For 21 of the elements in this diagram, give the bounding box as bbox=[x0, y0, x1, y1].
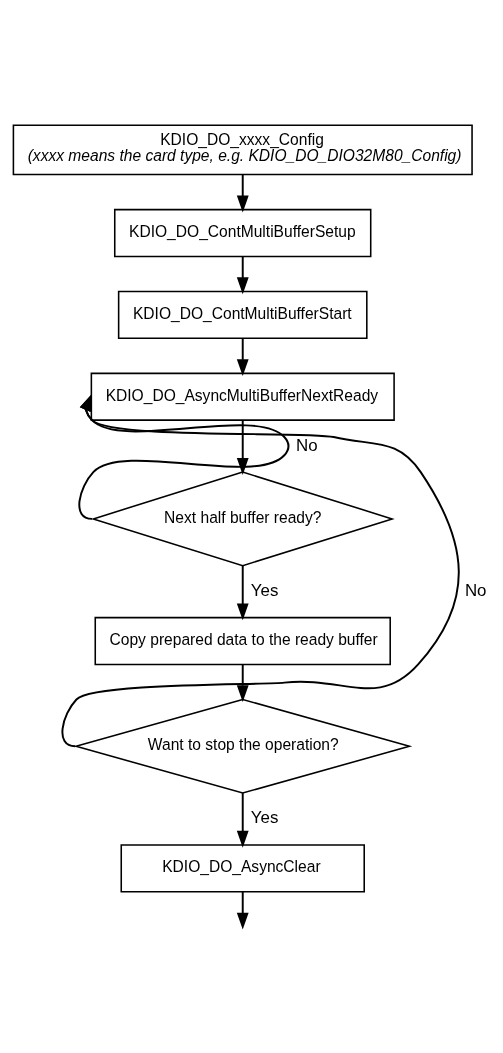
node-box: KDIO_DO_ContMultiBufferSetup bbox=[113, 208, 372, 258]
edge-label: Yes bbox=[250, 581, 279, 601]
node-box: Copy prepared data to the ready buffer bbox=[94, 616, 391, 666]
node-diamond: Next half buffer ready? bbox=[90, 471, 395, 567]
node-box: KDIO_DO_ContMultiBufferStart bbox=[117, 290, 368, 340]
node-box: KDIO_DO_xxxx_Config (xxxx means the card type, e.g. KDIO_DO_DIO32M80_Config) bbox=[12, 124, 473, 176]
node-box: KDIO_DO_AsyncMultiBufferNextReady bbox=[90, 372, 395, 421]
edge-label: No bbox=[296, 435, 318, 455]
arrow bbox=[236, 419, 249, 475]
arrow bbox=[236, 792, 249, 848]
arrow bbox=[236, 891, 249, 930]
arrow bbox=[236, 255, 249, 295]
node-box: KDIO_DO_AsyncClear bbox=[120, 844, 365, 893]
arrow bbox=[236, 173, 249, 213]
arrow bbox=[236, 663, 249, 703]
arrow bbox=[236, 337, 249, 377]
edge-label: No bbox=[464, 581, 487, 601]
arrow bbox=[61, 394, 460, 748]
arrow bbox=[236, 564, 249, 621]
edge-label: Yes bbox=[250, 808, 279, 828]
node-diamond: Want to stop the operation? bbox=[73, 698, 413, 794]
